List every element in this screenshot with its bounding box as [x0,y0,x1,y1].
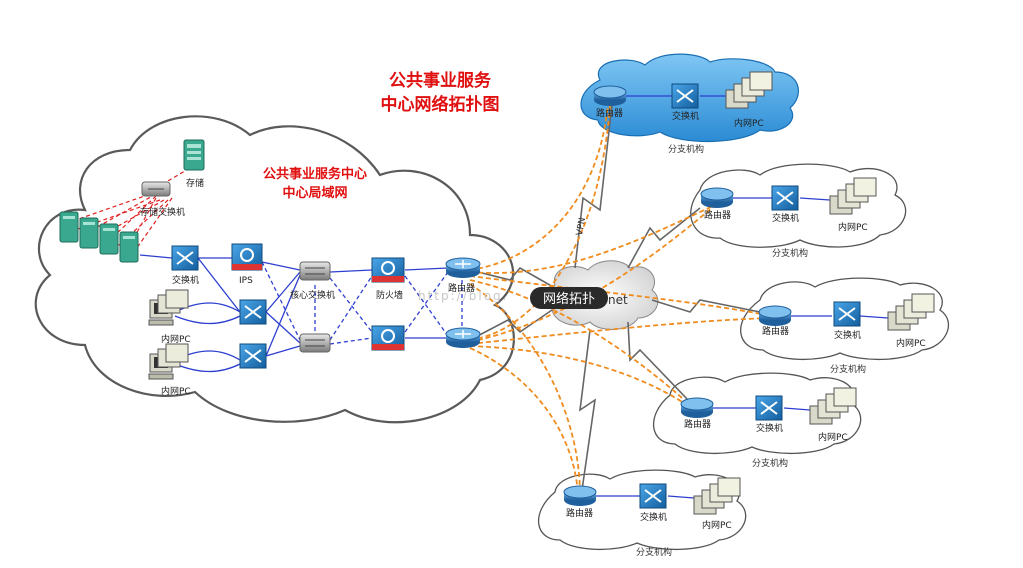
lan-title-line2: 中心局域网 [282,185,347,201]
core-switch-2-icon [299,333,331,353]
branch2-switch-icon [771,185,799,211]
lan-cloud [34,115,515,424]
branch5-caption: 分支机构 [636,546,672,558]
branch5-switch-icon [639,483,667,509]
ips-label: IPS [239,276,253,286]
vpn-label: VPN [575,217,588,237]
branch4-switch-icon [755,395,783,421]
branch4-router-icon [680,397,714,418]
lan-pc-group-1-icon [148,289,189,326]
firewall-label: 防火墙 [376,289,403,301]
branch5-router-label: 路由器 [566,507,593,519]
firewall-1-icon [371,257,405,283]
branch2-router-icon [700,187,734,208]
branch5-pc-label: 内网PC [702,519,732,531]
lan-switch-label: 交换机 [172,274,199,286]
storage-switch-icon [141,181,171,197]
branch5-pc-icon [693,477,741,515]
branch3-switch-label: 交换机 [834,329,861,341]
firewall-2-icon [371,325,405,351]
lan-pc-label-2: 内网PC [161,385,191,397]
core-switch-1-icon [299,261,331,281]
topology-badge-text: 网络拓扑 [543,291,595,307]
ips-icon [231,243,263,271]
core-router-1-icon [445,257,481,278]
branch4-pc-label: 内网PC [818,431,848,443]
branch-links [596,95,889,499]
branch4-caption: 分支机构 [752,457,788,469]
branch2-pc-icon [829,177,877,215]
branch4-switch-label: 交换机 [756,422,783,434]
lan-pc-group-2-icon [148,343,189,380]
internet-label: net [608,293,628,307]
lan-backup-links [261,261,463,345]
branch3-router-icon [758,305,792,326]
diagram-title-line1: 公共事业服务 [389,70,492,91]
storage-label: 存储 [186,177,204,189]
branch1-caption: 分支机构 [668,143,704,155]
lan-pc-label-1: 内网PC [161,333,191,345]
branch3-switch-icon [833,301,861,327]
branch1-pc-label: 内网PC [734,117,764,129]
core-switch-label: 核心交换机 [290,289,335,301]
branch5-switch-label: 交换机 [640,511,667,523]
server-cluster-icon [59,211,139,263]
branch2-router-label: 路由器 [704,209,731,221]
branch3-router-label: 路由器 [762,325,789,337]
branch2-switch-label: 交换机 [772,212,799,224]
branch2-caption: 分支机构 [772,247,808,259]
branch1-switch-label: 交换机 [672,110,699,122]
core-router-label: 路由器 [448,282,475,294]
storage-server-icon [183,139,205,171]
branch2-pc-label: 内网PC [838,221,868,233]
core-router-2-icon [445,327,481,348]
branch3-pc-icon [887,293,935,331]
wan-links [469,104,761,491]
branch3-caption: 分支机构 [830,363,866,375]
branch1-router-label: 路由器 [596,107,623,119]
branch1-pc-icon [725,71,773,109]
diagram-title-line2: 中心网络拓扑图 [381,94,500,115]
storage-switch-label: 存储交换机 [140,206,185,218]
watermark-text: http://blog. [418,289,509,303]
lan-switch-icon [171,245,199,271]
branch5-router-icon [563,485,597,506]
branch4-router-label: 路由器 [684,418,711,430]
lan-title-line1: 公共事业服务中心 [263,166,367,182]
branch4-pc-icon [809,387,857,425]
branch1-switch-icon [671,83,699,109]
topology-badge [530,287,608,309]
branch3-pc-label: 内网PC [896,337,926,349]
access-switch-1-icon [239,299,267,325]
access-switch-2-icon [239,343,267,369]
vpn-tunnels [469,101,773,496]
branch1-router-icon [593,85,627,106]
